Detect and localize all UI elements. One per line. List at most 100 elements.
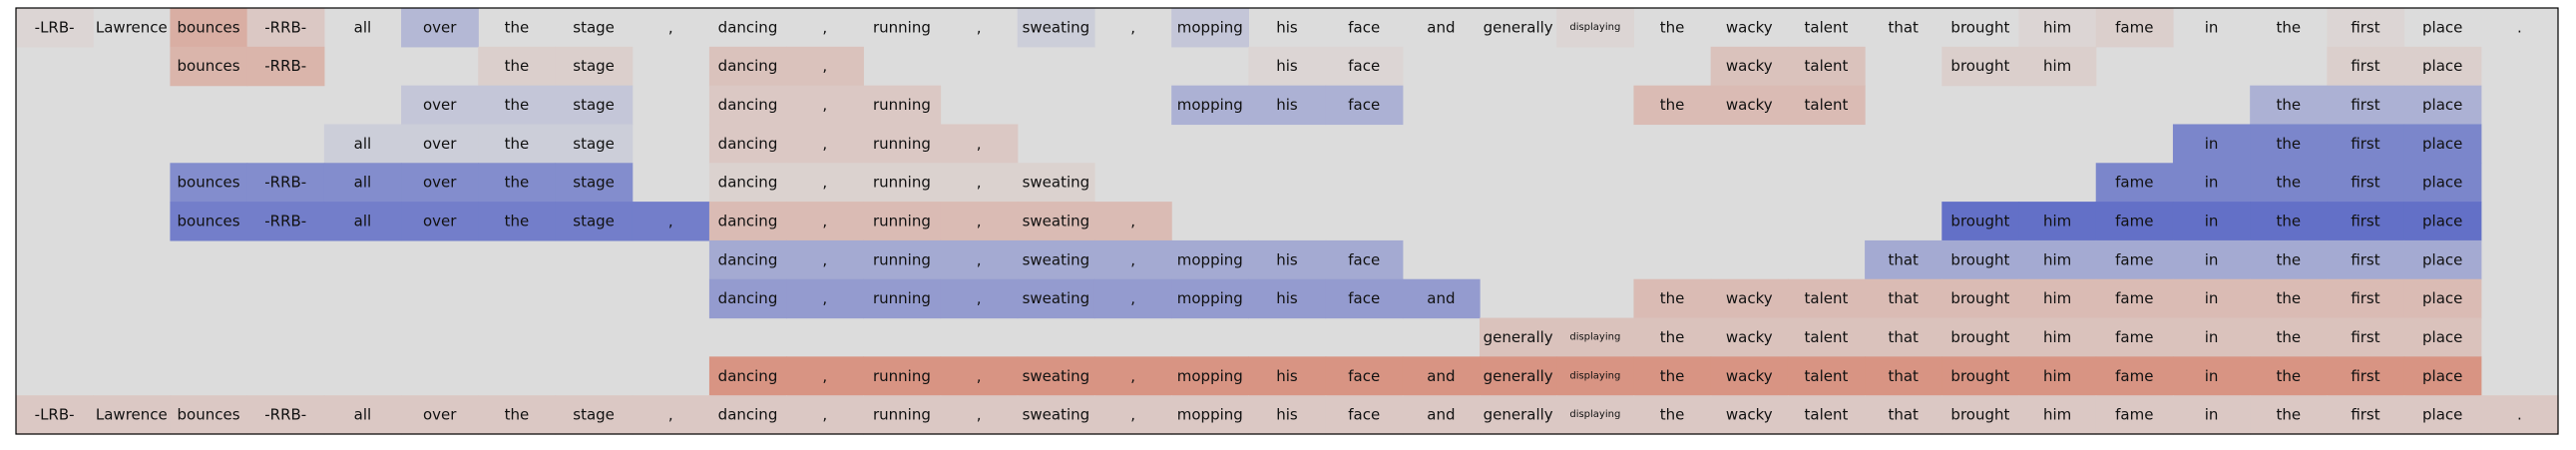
token-label: place [2422,174,2462,192]
token-label: bounces [178,18,240,36]
token-label: -LRB- [35,18,75,36]
token-label: the [1660,328,1685,346]
heatmap-cell [1787,356,1866,396]
token-label: him [2043,213,2071,230]
token-label: -RRB- [264,213,306,230]
token-label: , [822,250,827,268]
heatmap-cell [863,202,942,241]
token-label: running [873,135,931,153]
token-label: mopping [1177,406,1243,424]
token-label: fame [2115,328,2153,346]
heatmap-cell [863,163,942,203]
token-label: and [1427,18,1455,36]
token-label: -RRB- [264,18,306,36]
token-label: the [505,96,530,114]
token-label: sweating [1023,250,1090,268]
token-label: dancing [718,96,778,114]
token-label: all [354,406,372,424]
token-label: , [977,289,982,307]
token-label: fame [2115,174,2153,192]
heatmap-cell [2403,395,2482,435]
heatmap-cell [555,163,634,203]
token-label: , [822,57,827,75]
heatmap-cell [2172,395,2251,435]
token-label: all [354,174,372,192]
token-label: stage [573,406,615,424]
heatmap-cell [1633,85,1712,126]
heatmap-cell [2250,202,2328,241]
token-label: running [873,96,931,114]
token-label: dancing [718,250,778,268]
token-label: the [2276,135,2301,153]
heatmap-cell [246,8,325,48]
heatmap-cell [708,356,787,396]
heatmap-cell [2403,124,2482,164]
heatmap-cell [2172,317,2251,357]
heatmap-cell [2327,8,2405,48]
heatmap-cell [246,46,325,87]
token-label: his [1276,250,1298,268]
heatmap-cell [2403,46,2482,87]
heatmap-cell [708,124,787,164]
token-label: him [2043,57,2071,75]
token-label: , [1130,289,1135,307]
heatmap-cell [2018,356,2097,396]
token-label: wacky [1726,57,1773,75]
heatmap-cell [863,278,942,319]
heatmap-cell [478,163,557,203]
heatmap-cell [2172,356,2251,396]
token-label: sweating [1023,213,1090,230]
token-label: the [2276,367,2301,385]
token-label: in [2205,289,2219,307]
heatmap-cell [1710,395,1789,435]
token-label: , [822,18,827,36]
token-label: talent [1805,328,1849,346]
token-label: the [1660,406,1685,424]
token-label: , [977,406,982,424]
heatmap-cell [1865,278,1942,319]
token-label: Lawrence [96,18,168,36]
token-label: the [2276,250,2301,268]
token-label: , [1130,406,1135,424]
heatmap-cell [2172,239,2251,280]
heatmap-cell [1017,395,1095,435]
heatmap-cell [786,239,864,280]
token-label: , [977,135,982,153]
token-label: that [1888,250,1919,268]
heatmap-cell [1787,85,1866,126]
heatmap-cell [170,395,248,435]
heatmap-cell [2095,278,2174,319]
heatmap-cell [2327,46,2405,87]
token-label: stage [573,18,615,36]
heatmap-cell [1865,317,1942,357]
token-label: place [2422,18,2462,36]
heatmap-cell [401,8,479,48]
token-label: displaying [1569,22,1620,33]
token-label: running [873,174,931,192]
token-label: , [822,135,827,153]
token-label: place [2422,328,2462,346]
heatmap-cell [2095,202,2174,241]
token-label: face [1348,57,1380,75]
heatmap-cell [1017,202,1095,241]
token-label: talent [1805,96,1849,114]
heatmap-cell [401,163,479,203]
heatmap-cell [2095,356,2174,396]
heatmap-cell [940,124,1019,164]
token-label: him [2043,367,2071,385]
heatmap-cell [2327,356,2405,396]
token-label: dancing [718,367,778,385]
token-label: the [505,213,530,230]
heatmap-cell [1941,356,2020,396]
heatmap-cell [478,395,557,435]
heatmap-cell [1325,278,1404,319]
token-label: stage [573,135,615,153]
token-label: running [873,289,931,307]
heatmap-cell [786,85,864,126]
heatmap-cell [401,202,479,241]
token-label: the [2276,213,2301,230]
token-label: first [2351,18,2379,36]
token-label: running [873,367,931,385]
token-label: the [1660,289,1685,307]
